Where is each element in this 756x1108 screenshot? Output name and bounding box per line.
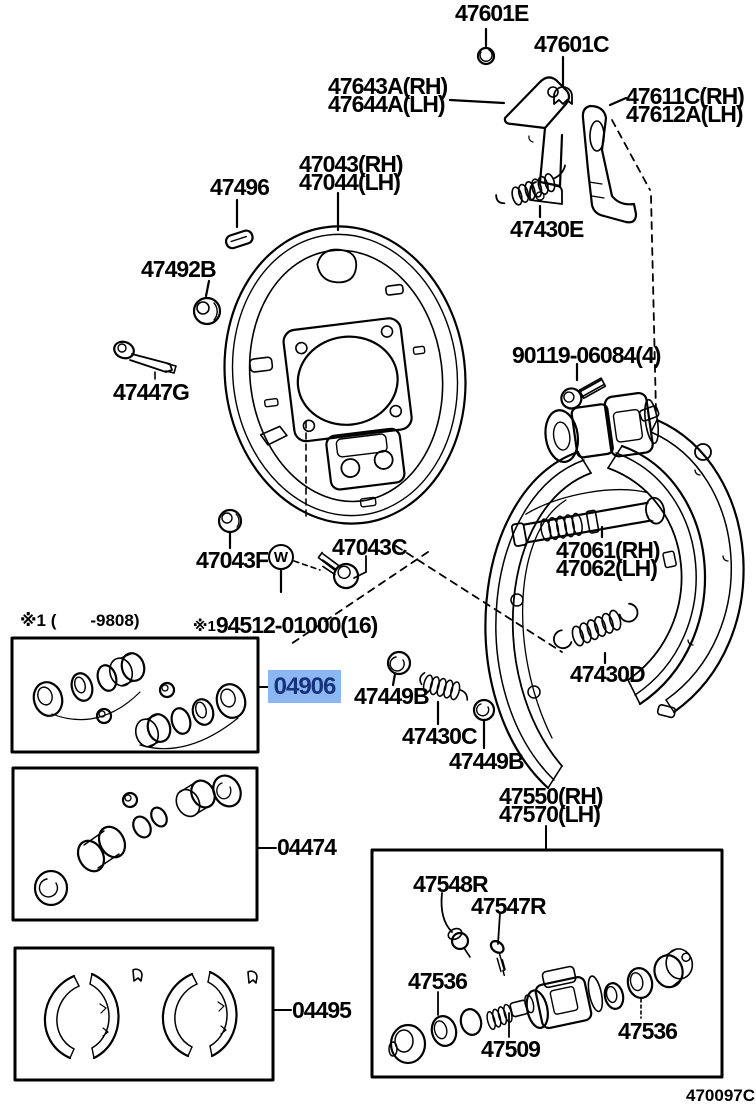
cylinder-kit-04474-drawing [33, 774, 242, 907]
part-label-47601c[interactable]: 47601C [534, 31, 610, 57]
part-label-47430d[interactable]: 47430D [570, 661, 646, 687]
part-label-47449b-2[interactable]: 47449B [449, 748, 525, 774]
part-label-47449b-1[interactable]: 47449B [354, 683, 430, 709]
shoe-spring-icon [553, 602, 639, 650]
applicability-footnote: ※1 ( -9808) [20, 611, 140, 630]
diagram-code: 470097C [686, 1086, 756, 1105]
hub-bolt-icon [317, 551, 360, 590]
part-label-47601e[interactable]: 47601E [455, 0, 529, 26]
kit-box-04495 [13, 946, 275, 1082]
part-label-47547r[interactable]: 47547R [471, 893, 547, 919]
part-label-47061[interactable]: 47061(RH) [556, 537, 660, 563]
hardware-note: ※194512-01000(16) [184, 594, 378, 639]
part-label-47492b[interactable]: 47492B [141, 256, 217, 282]
brake-shoe-kit-drawing [43, 968, 258, 1060]
kit-label-04474[interactable]: 04474 [277, 834, 337, 860]
part-label-47062[interactable]: 47062(LH) [556, 555, 658, 581]
part-label-47043[interactable]: 47043(RH) [299, 151, 403, 177]
return-spring-icon [495, 164, 566, 206]
part-label-47447g[interactable]: 47447G [113, 379, 190, 405]
parking-brake-linkage-drawing [448, 27, 657, 413]
part-label-47536-right[interactable]: 47536 [618, 1018, 678, 1044]
part-label-47611c[interactable]: 47611C(RH) [626, 83, 745, 109]
part-label-90119[interactable]: 90119-06084(4) [512, 342, 661, 368]
part-label-47644a[interactable]: 47644A(LH) [328, 91, 446, 117]
cylinder-kit-04906-drawing [32, 652, 247, 750]
kit-box-04906 [10, 636, 260, 754]
part-label-47430c[interactable]: 47430C [402, 723, 478, 749]
part-label-47570[interactable]: 47570(LH) [499, 801, 601, 827]
part-label-47043f[interactable]: 47043F [196, 547, 269, 573]
part-label-47548r[interactable]: 47548R [413, 871, 489, 897]
part-label-47430e[interactable]: 47430E [510, 216, 584, 242]
wheel-cylinder-icon [544, 391, 660, 464]
part-label-47496[interactable]: 47496 [210, 174, 270, 200]
kit-box-04474 [11, 766, 259, 922]
kit-boxes [10, 636, 724, 1082]
hold-down-spring-icon [419, 672, 469, 701]
part-label-47043c[interactable]: 47043C [332, 534, 408, 560]
plug-icon [224, 229, 254, 250]
fasteners-drawing [113, 198, 367, 594]
part-label-47612a[interactable]: 47612A(LH) [626, 101, 744, 127]
hardware-note-number: 94512-01000(16) [215, 612, 378, 638]
drum-brake-assembly-drawing [287, 362, 745, 790]
selected-part-label-04906[interactable]: 04906 [268, 670, 341, 703]
adjuster-strut-icon [510, 489, 666, 547]
part-label-47044[interactable]: 47044(LH) [299, 169, 401, 195]
w-mark: W [268, 544, 294, 570]
hardware-note-marker: ※1 [192, 618, 216, 635]
backing-plate-drawing [223, 191, 467, 525]
part-label-47509[interactable]: 47509 [481, 1036, 541, 1062]
wheel-cylinder-kit-drawing [388, 892, 694, 1065]
part-label-47536-left[interactable]: 47536 [408, 968, 468, 994]
part-label-47550[interactable]: 47550(RH) [499, 783, 603, 809]
part-label-47643a[interactable]: 47643A(RH) [328, 73, 448, 99]
kit-label-04495[interactable]: 04495 [292, 997, 352, 1023]
